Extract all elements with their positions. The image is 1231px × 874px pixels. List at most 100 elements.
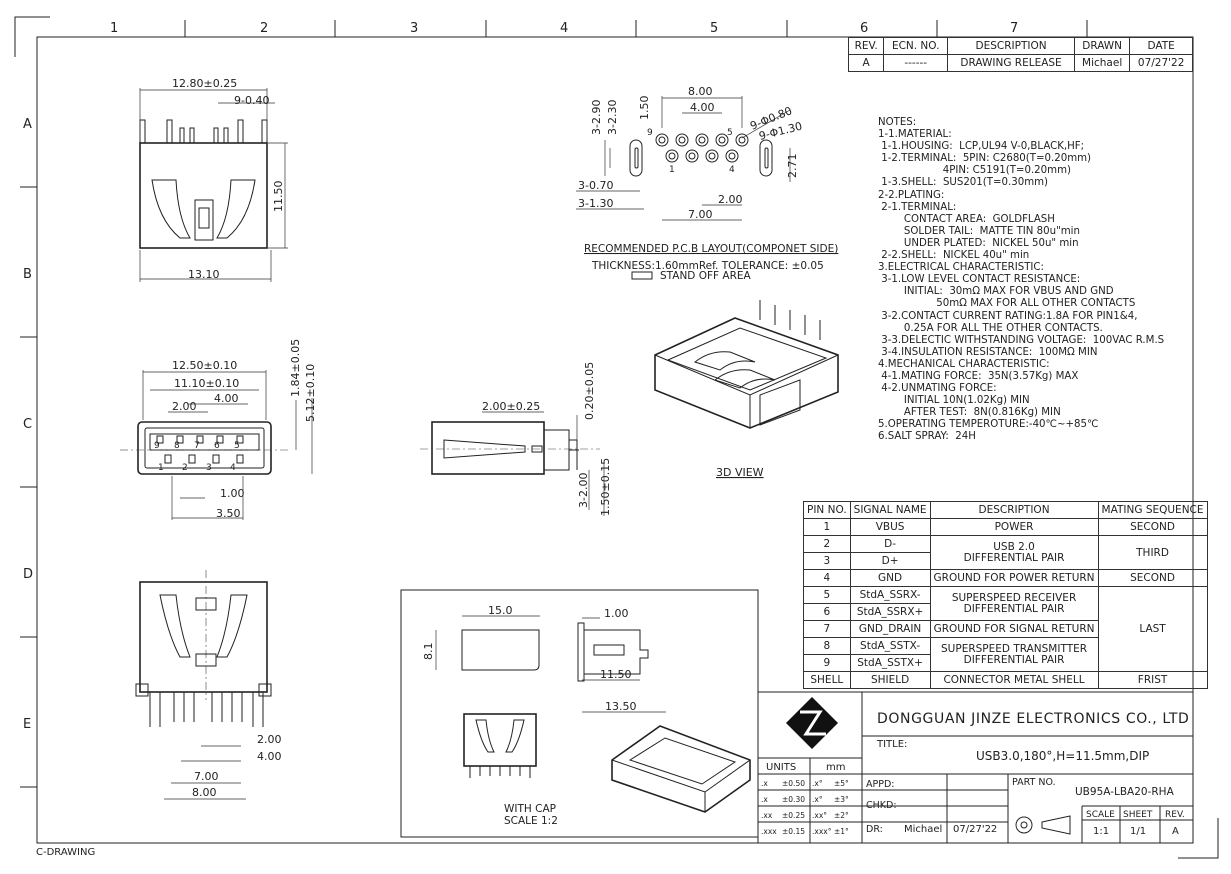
tolerance-cell: ±0.15 xyxy=(782,827,805,836)
dim-label: 4.00 xyxy=(257,750,282,763)
note-line: 4-1.MATING FORCE: 35N(3.57Kg) MAX xyxy=(878,370,1079,382)
note-line: 2-2.SHELL: NICKEL 40u" min xyxy=(878,250,1030,262)
note-line: 1-3.SHELL: SUS201(T=0.30mm) xyxy=(878,177,1049,189)
pcb-caption: RECOMMENDED P.C.B LAYOUT(COMPONET SIDE) xyxy=(584,243,838,255)
front-pin-number: 7 xyxy=(194,441,200,451)
corner-mark-br xyxy=(1178,818,1219,859)
note-line: 3-4.INSULATION RESISTANCE: 100MΩ MIN xyxy=(878,346,1098,358)
signal-name-cell: D+ xyxy=(849,552,931,570)
tolerance-cell: .xxx xyxy=(761,827,777,836)
front-pin-number: 3 xyxy=(206,463,212,473)
iso-view: 3D VIEW xyxy=(654,300,839,479)
note-line: SOLDER TAIL: MATTE TIN 80u"min xyxy=(878,225,1080,237)
dim-label: 3-1.30 xyxy=(578,197,613,210)
zone-label-side: E xyxy=(23,717,31,732)
rev-label: REV. xyxy=(1165,810,1185,820)
note-line: NOTES: xyxy=(878,117,917,128)
ecn-header: ECN. NO. xyxy=(883,37,949,55)
zone-label-top: 2 xyxy=(260,21,268,36)
note-line: INITIAL 10N(1.02Kg) MIN xyxy=(878,395,1030,407)
signal-name-cell: GND_DRAIN xyxy=(849,620,931,638)
zone-label-top: 7 xyxy=(1010,21,1018,36)
note-line: 3-2.CONTACT CURRENT RATING:1.8A FOR PIN1… xyxy=(878,310,1138,322)
description-header: DESCRIPTION xyxy=(947,37,1075,55)
pin-no-header: PIN NO. xyxy=(803,501,851,519)
description-cell: CONNECTOR METAL SHELL xyxy=(929,671,1099,689)
pin-table-header: PIN NO. SIGNAL NAME DESCRIPTION MATING S… xyxy=(803,501,1208,519)
rev-header: REV. xyxy=(847,37,885,55)
tolerance-cell: ±3° xyxy=(834,795,849,804)
note-line: 3-1.LOW LEVEL CONTACT RESISTANCE: xyxy=(878,274,1081,286)
scale-label: SCALE xyxy=(1086,810,1115,820)
pin-number-cell: 5 xyxy=(803,586,851,604)
dim-label: 2.00 xyxy=(718,193,743,206)
description-cell: DRAWING RELEASE xyxy=(947,54,1075,72)
dim-label: 2.00 xyxy=(257,733,282,746)
signal-name-cell: VBUS xyxy=(849,518,931,536)
dr-label: DR: xyxy=(866,824,883,835)
tolerance-cell: ±1° xyxy=(834,827,849,836)
zone-label-side: D xyxy=(23,567,33,582)
front-pin-number: 6 xyxy=(214,441,220,451)
pcb-caption: STAND OFF AREA xyxy=(660,270,752,282)
zone-label-side: B xyxy=(23,267,32,282)
sheet-frame xyxy=(36,36,1194,844)
note-line: 1-1.MATERIAL: xyxy=(878,129,952,141)
mating-sequence-cell: SECOND xyxy=(1097,569,1208,587)
dim-label: 12.50±0.10 xyxy=(172,359,237,372)
dim-label: 4.00 xyxy=(690,101,715,114)
dim-label: 3.50 xyxy=(216,507,241,520)
scale-value: 1:1 xyxy=(1093,826,1109,837)
drawn-header: DRAWN xyxy=(1073,37,1131,55)
dim-label: 5.12±0.10 xyxy=(304,364,317,422)
dim-label: 13.10 xyxy=(188,268,220,281)
front-pin-number: 5 xyxy=(234,441,240,451)
dim-label: 1.00 xyxy=(604,607,629,620)
dim-label: 11.50 xyxy=(272,181,285,213)
description-cell: POWER xyxy=(929,518,1099,536)
cap-label: WITH CAP xyxy=(504,803,556,815)
date-cell: 07/27'22 xyxy=(1129,54,1193,72)
zone-label-side: C xyxy=(23,417,32,432)
tolerance-cell: .x xyxy=(761,779,768,788)
units-value: mm xyxy=(826,762,845,773)
mating-sequence-cell: SECOND xyxy=(1097,518,1208,536)
note-line: CONTACT AREA: GOLDFLASH xyxy=(878,213,1055,225)
revision-header-row: REV. ECN. NO. DESCRIPTION DRAWN DATE xyxy=(847,37,1193,55)
signal-name-cell: StdA_SSRX- xyxy=(849,586,931,604)
dr-name: Michael xyxy=(904,824,942,835)
note-line: 3-3.DELECTIC WITHSTANDING VOLTAGE: 100VA… xyxy=(878,334,1165,346)
pin-number-cell: 9 xyxy=(803,654,851,672)
tolerance-cell: ±0.25 xyxy=(782,811,805,820)
part-no: UB95A-LBA20-RHA xyxy=(1075,786,1175,798)
note-line: 1-1.HOUSING: LCP,UL94 V-0,BLACK,HF; xyxy=(878,141,1085,153)
dim-label: 12.80±0.25 xyxy=(172,77,237,90)
pcb-pin-number: 9 xyxy=(647,128,653,138)
dim-label: 1.50±0.15 xyxy=(599,458,612,516)
signal-name-cell: SHIELD xyxy=(849,671,931,689)
sheet-value: 1/1 xyxy=(1130,826,1146,837)
dim-label: 4.00 xyxy=(214,392,239,405)
pin-number-cell: 3 xyxy=(803,552,851,570)
description-cell: GROUND FOR POWER RETURN xyxy=(929,569,1099,587)
revision-row: A ------ DRAWING RELEASE Michael 07/27'2… xyxy=(847,54,1193,72)
tolerance-cell: ±0.50 xyxy=(782,779,805,788)
dim-label: 8.1 xyxy=(422,643,435,661)
note-line: 4.MECHANICAL CHARACTERISTIC: xyxy=(878,358,1050,370)
description-cell: GROUND FOR SIGNAL RETURN xyxy=(929,620,1099,638)
note-line: 4PIN: C5191(T=0.20mm) xyxy=(878,165,1071,177)
description-header: DESCRIPTION xyxy=(929,501,1099,519)
signal-name-cell: D- xyxy=(849,535,931,553)
dim-label: 1.50 xyxy=(638,96,651,121)
notes-block: NOTES:1-1.MATERIAL: 1-1.HOUSING: LCP,UL9… xyxy=(878,117,1164,444)
title-label: TITLE: xyxy=(876,739,907,750)
tolerance-grid: .x±0.50.x°±5°.x±0.30.x°±3°.xx±0.25.xx°±2… xyxy=(761,779,849,836)
front-pin-number: 2 xyxy=(182,463,188,473)
